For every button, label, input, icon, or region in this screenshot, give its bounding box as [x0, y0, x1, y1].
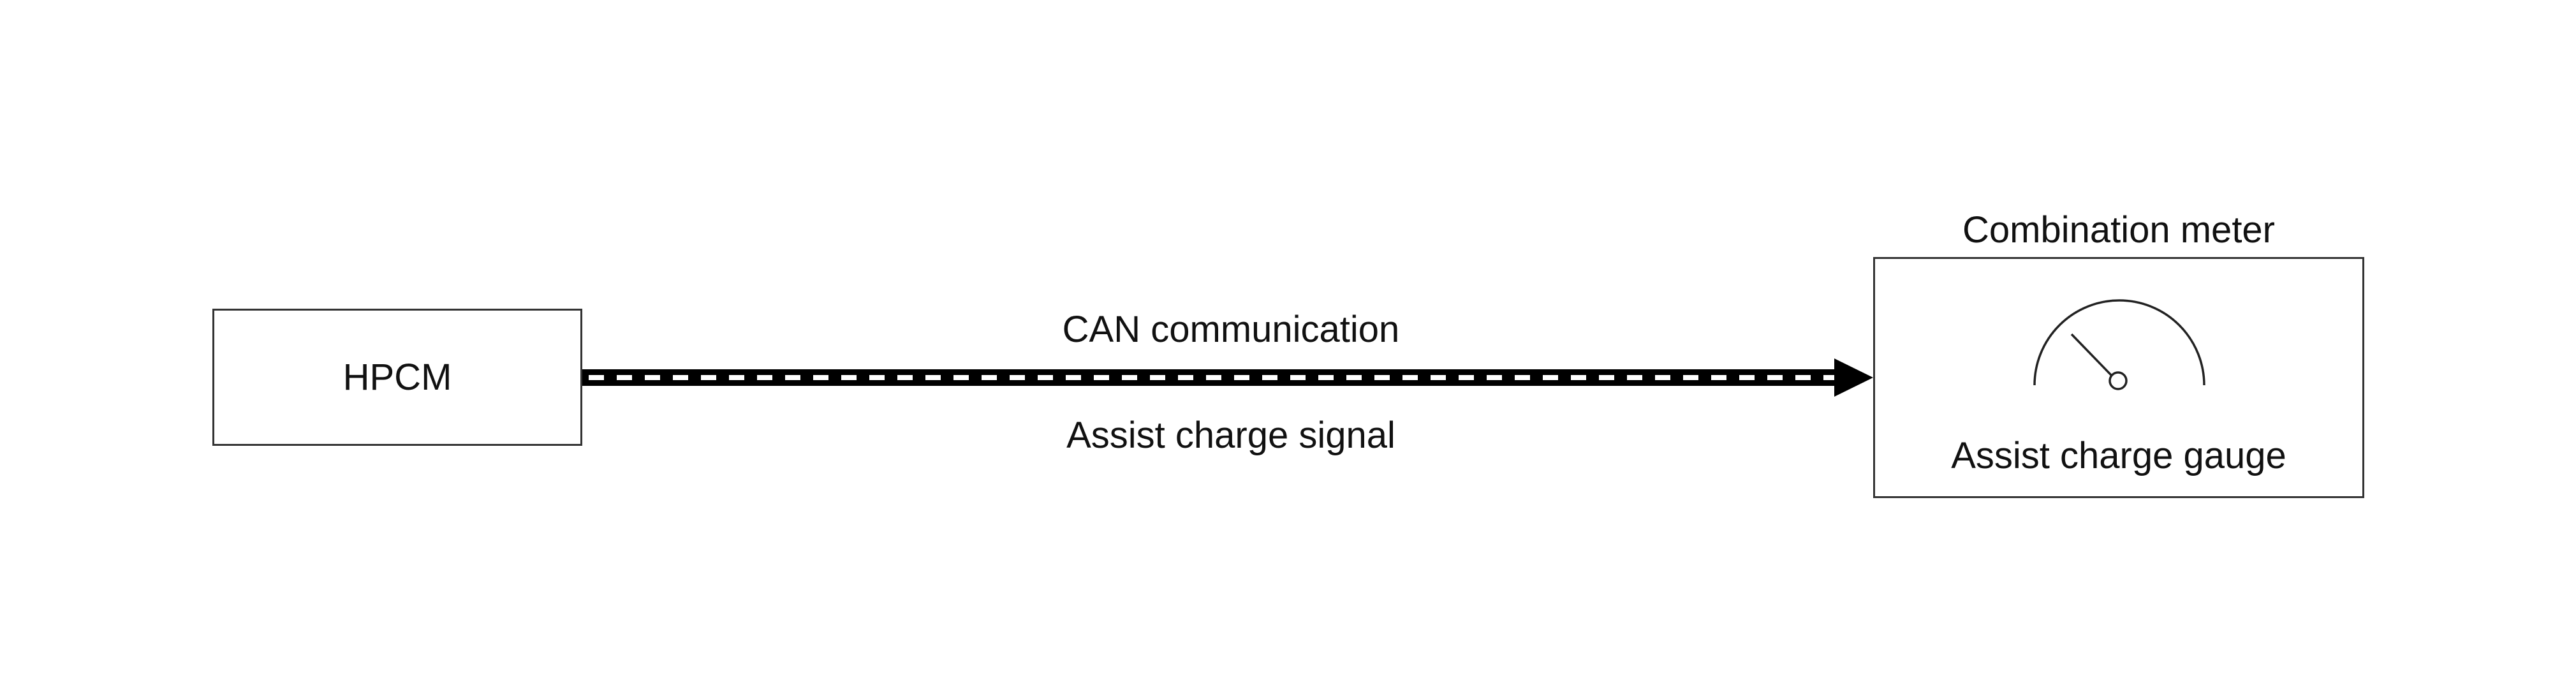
hpcm-label: HPCM: [342, 356, 452, 398]
gauge-needle: [2070, 333, 2113, 377]
gauge-pivot: [2109, 371, 2128, 390]
gauge-arc: [2033, 299, 2205, 386]
can-communication-label: CAN communication: [1062, 309, 1400, 350]
assist-charge-gauge-label: Assist charge gauge: [1951, 435, 2286, 476]
combination-meter-block: Assist charge gauge: [1873, 257, 2364, 498]
arrowhead-icon: [1834, 358, 1873, 397]
assist-charge-signal-label: Assist charge signal: [1066, 415, 1395, 456]
gauge-icon: [2033, 299, 2205, 390]
hpcm-block: HPCM: [212, 309, 582, 446]
combination-meter-title: Combination meter: [1962, 209, 2275, 251]
